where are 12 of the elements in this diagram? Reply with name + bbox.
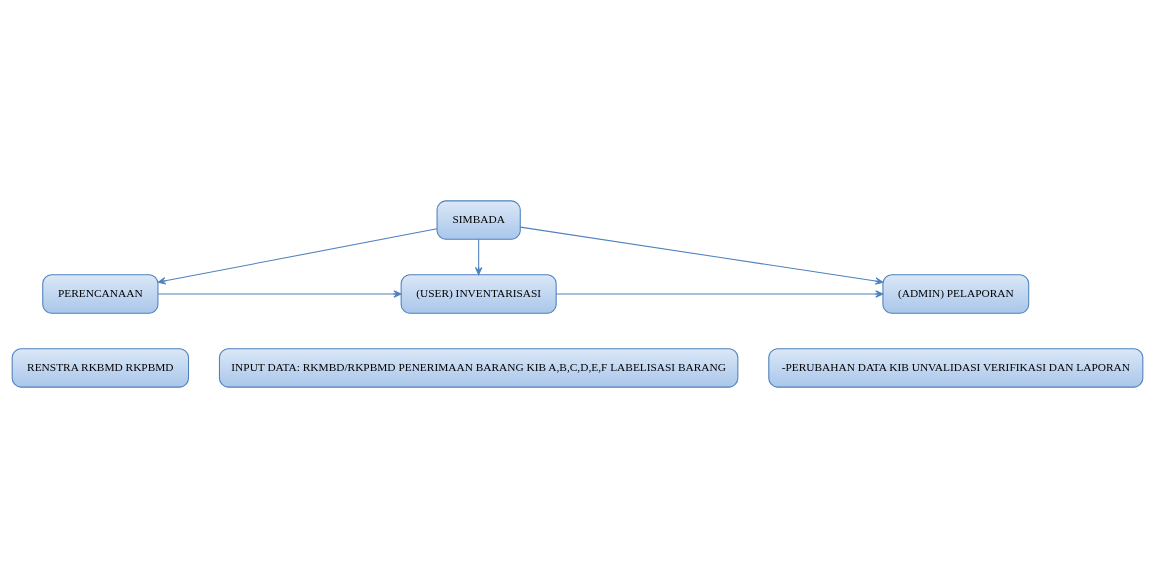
arrow	[519, 226, 884, 285]
arrow	[157, 227, 438, 285]
node-box: (ADMIN) PELAPORAN	[882, 273, 1030, 314]
node-box: PERENCANAAN	[42, 273, 159, 314]
arrow	[555, 289, 884, 298]
node-box: -PERUBAHAN DATA KIB UNVALIDASI VERIFIKASI DAN LAPORAN	[768, 347, 1144, 388]
node-box: (USER) INVENTARISASI	[400, 273, 557, 314]
arrow	[474, 238, 483, 275]
arrow	[157, 289, 402, 298]
node-box: SIMBADA	[436, 199, 521, 240]
node-box: INPUT DATA: RKMBD/RKPBMD PENERIMAAN BARANG KIB A,B,C,D,E,F LABELISASI BARANG	[218, 347, 739, 388]
node-box: RENSTRA RKBMD RKPBMD	[11, 347, 190, 388]
